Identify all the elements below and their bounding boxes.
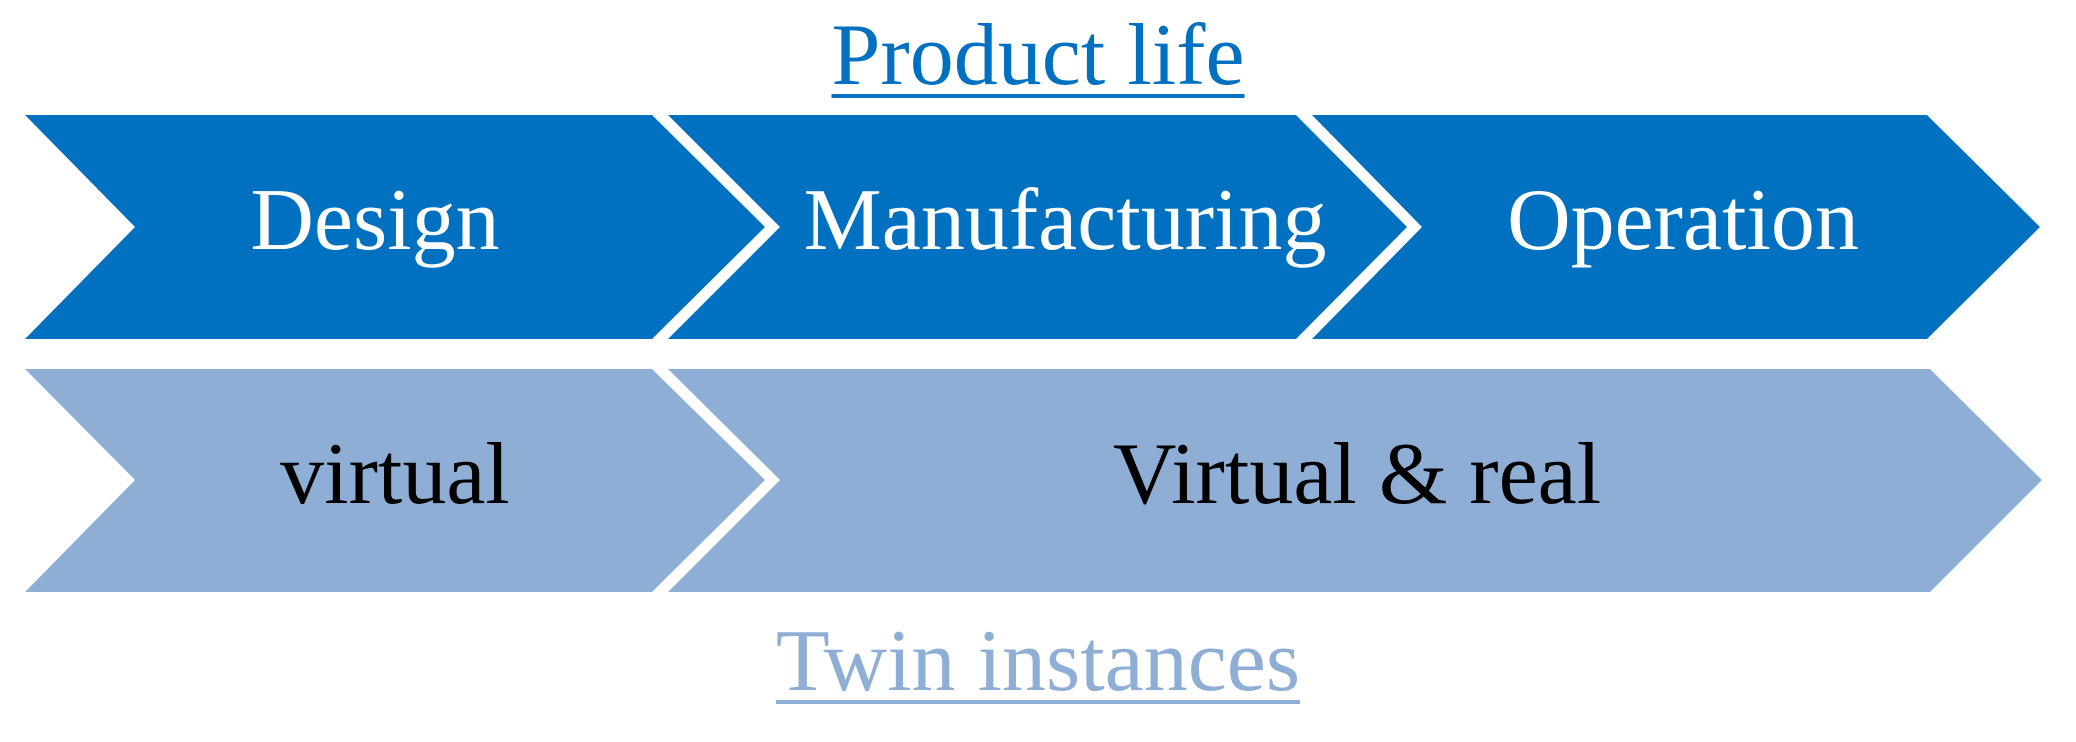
stage-arrow-manufacturing	[668, 115, 1407, 339]
instance-row: virtual Virtual & real	[25, 369, 2042, 592]
stage-arrow-design	[25, 115, 765, 339]
instance-label-virtual-and-real: Virtual & real	[1113, 426, 1601, 523]
stage-label-design: Design	[250, 172, 499, 269]
stage-arrow-operation	[1312, 115, 2040, 339]
twin-instances-title: Twin instances	[775, 613, 1301, 710]
stage-row: Design Manufacturing Operation	[25, 115, 2040, 339]
stage-label-operation: Operation	[1507, 172, 1859, 269]
stage-label-manufacturing: Manufacturing	[804, 172, 1327, 269]
product-life-title: Product life	[831, 7, 1245, 104]
instance-arrow-virtual-and-real	[668, 369, 2042, 592]
instance-label-virtual: virtual	[280, 426, 510, 523]
instance-arrow-virtual	[25, 369, 765, 592]
